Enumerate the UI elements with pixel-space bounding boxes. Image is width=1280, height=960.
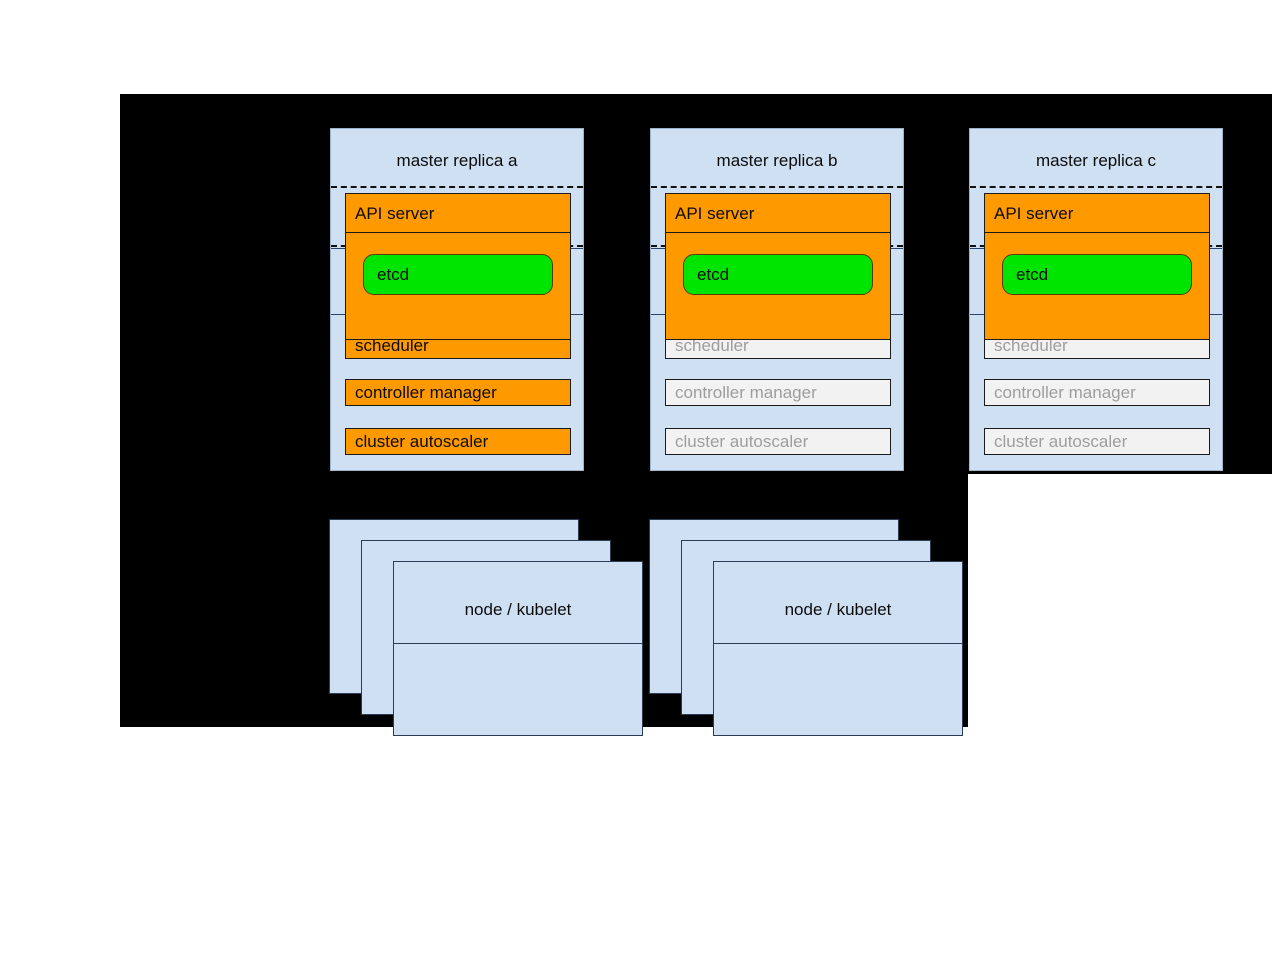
replica-c-controller-manager[interactable]: controller manager xyxy=(984,379,1210,406)
node-kubelet-label: node / kubelet xyxy=(464,600,572,619)
replica-b-header-divider xyxy=(651,186,903,188)
node-stack-left: node / kubelet xyxy=(329,519,643,736)
replica-c-api-server[interactable]: API server xyxy=(984,193,1210,233)
replica-c-scheduler[interactable]: scheduler xyxy=(984,332,1210,359)
master-replica-b[interactable]: master replica b API server etcd schedul… xyxy=(650,128,904,471)
replica-a-header-divider xyxy=(331,186,583,188)
node-card-front[interactable]: node / kubelet xyxy=(713,561,963,736)
master-replica-a-title: master replica a xyxy=(396,151,518,170)
replica-a-api-server[interactable]: API server xyxy=(345,193,571,233)
replica-b-cluster-autoscaler[interactable]: cluster autoscaler xyxy=(665,428,891,455)
replica-b-api-server[interactable]: API server xyxy=(665,193,891,233)
replica-a-cluster-autoscaler[interactable]: cluster autoscaler xyxy=(345,428,571,455)
replica-c-header-divider xyxy=(970,186,1222,188)
master-replica-c-title: master replica c xyxy=(1036,151,1156,170)
master-replica-b-title: master replica b xyxy=(716,151,838,170)
master-replica-a[interactable]: master replica a API server etcd schedul… xyxy=(330,128,584,471)
node-card-divider xyxy=(714,643,962,644)
master-replica-c[interactable]: master replica c API server etcd schedul… xyxy=(969,128,1223,471)
replica-a-etcd[interactable]: etcd xyxy=(363,254,553,295)
node-stack-right: node / kubelet xyxy=(649,519,963,736)
node-card-divider xyxy=(394,643,642,644)
replica-c-cluster-autoscaler[interactable]: cluster autoscaler xyxy=(984,428,1210,455)
node-card-front[interactable]: node / kubelet xyxy=(393,561,643,736)
replica-b-etcd[interactable]: etcd xyxy=(683,254,873,295)
replica-c-etcd[interactable]: etcd xyxy=(1002,254,1192,295)
node-kubelet-label: node / kubelet xyxy=(784,600,892,619)
replica-a-controller-manager[interactable]: controller manager xyxy=(345,379,571,406)
replica-b-controller-manager[interactable]: controller manager xyxy=(665,379,891,406)
